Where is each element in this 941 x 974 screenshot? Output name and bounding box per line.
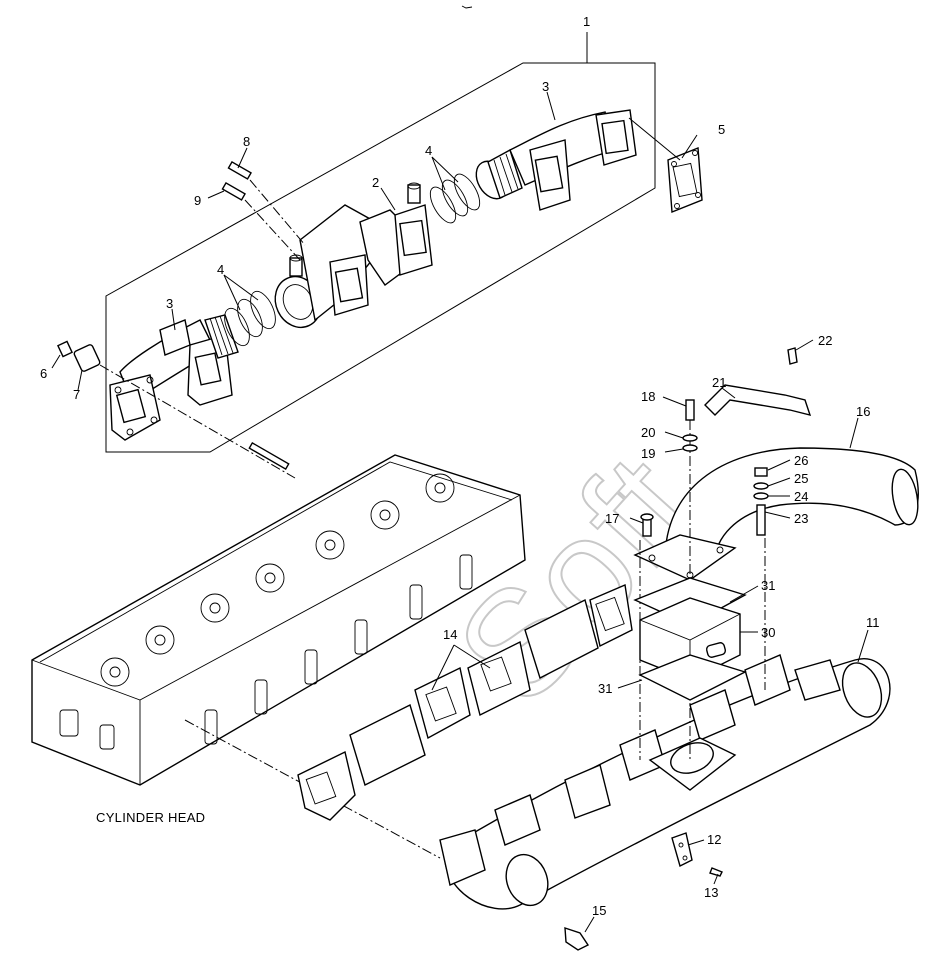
leader-lines xyxy=(51,91,869,933)
callout-8: 8 xyxy=(243,134,250,149)
assembly-bracket xyxy=(105,62,656,453)
callout-18: 18 xyxy=(641,389,655,404)
callout-14: 14 xyxy=(443,627,457,642)
nut-and-spacer xyxy=(57,340,101,372)
callout-15: 15 xyxy=(592,903,606,918)
callout-23: 23 xyxy=(794,511,808,526)
callout-24: 24 xyxy=(794,489,808,504)
hardware xyxy=(640,347,812,537)
callout-3-rear: 3 xyxy=(542,79,549,94)
lower-exhaust-manifold xyxy=(439,654,891,951)
studs xyxy=(221,160,306,261)
upper-exhaust-manifold-assembly xyxy=(57,32,703,479)
cylinder-head-caption: CYLINDER HEAD xyxy=(96,810,205,825)
callout-19: 19 xyxy=(641,446,655,461)
callout-1: 1 xyxy=(583,14,590,29)
exhaust-elbow xyxy=(633,420,919,760)
gasket-5 xyxy=(667,146,703,214)
exhaust-brake-valve xyxy=(633,577,747,701)
callout-11: 11 xyxy=(866,615,880,630)
callout-30: 30 xyxy=(761,625,775,640)
seal-rings-right xyxy=(429,173,481,224)
seal-rings-left xyxy=(224,290,276,347)
callout-25: 25 xyxy=(794,471,808,486)
callout-22: 22 xyxy=(818,333,832,348)
callout-12: 12 xyxy=(707,832,721,847)
callout-3-front: 3 xyxy=(166,296,173,311)
callout-6: 6 xyxy=(40,366,47,381)
callout-26: 26 xyxy=(794,453,808,468)
cylinder-head xyxy=(31,454,526,859)
stud-centerline xyxy=(99,364,296,479)
cylinder-bores xyxy=(100,473,455,687)
callout-4-left: 4 xyxy=(217,262,224,277)
callout-labels: 1 2 3 3 4 4 5 6 7 8 9 11 12 13 14 15 16 … xyxy=(40,14,880,918)
top-mark xyxy=(461,5,473,9)
manifold-middle-section xyxy=(274,182,433,329)
callout-13: 13 xyxy=(704,885,718,900)
manifold-front-section xyxy=(109,314,239,441)
callout-20: 20 xyxy=(641,425,655,440)
callout-31-lower: 31 xyxy=(598,681,612,696)
manifold-gaskets xyxy=(297,584,633,821)
callout-4-right: 4 xyxy=(425,143,432,158)
callout-17: 17 xyxy=(605,511,619,526)
callout-5: 5 xyxy=(718,122,725,137)
callout-16: 16 xyxy=(856,404,870,419)
callout-9: 9 xyxy=(194,193,201,208)
callout-2: 2 xyxy=(372,175,379,190)
manifold-rear-section xyxy=(475,109,637,211)
callout-7: 7 xyxy=(73,387,80,402)
callout-31-upper: 31 xyxy=(761,578,775,593)
callout-21: 21 xyxy=(712,375,726,390)
